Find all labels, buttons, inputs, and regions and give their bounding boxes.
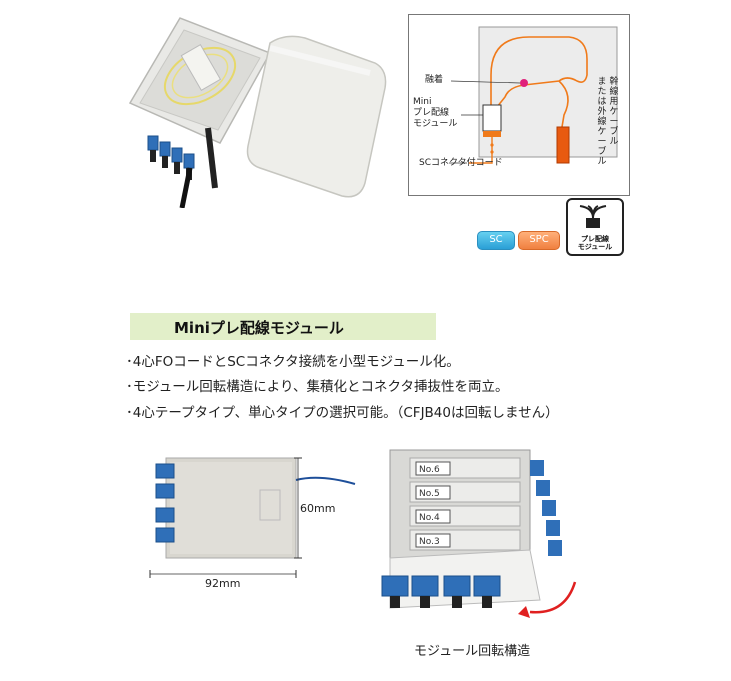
closure-photo (128, 17, 387, 208)
label-fusion: 融着 (425, 75, 444, 85)
dimension-width: 92mm (205, 577, 241, 590)
dimension-height: 60mm (300, 502, 336, 515)
label-mini-1: Mini (413, 97, 432, 107)
badge-module-line1: プレ配線 (581, 235, 609, 243)
module-label-no3: No.3 (419, 537, 440, 547)
feature-bullet: ･モジュール回転構造により、集積化とコネクタ挿抜性を両立。 (126, 379, 509, 395)
label-sc-cord: SCコネクタ付コード (419, 158, 503, 168)
badge-spc: SPC (518, 231, 560, 250)
badge-module-line2: モジュール (577, 243, 613, 251)
label-mini-3: モジュール (413, 119, 458, 129)
section-title: Miniプレ配線モジュール (174, 319, 344, 337)
wiring-diagram: 融着 Mini プレ配線 モジュール SCコネクタ付コード 幹線用ケーブル また… (408, 14, 630, 196)
module-label-no5: No.5 (419, 489, 440, 499)
badge-pre-wired-module: プレ配線 モジュール (566, 198, 624, 256)
badge-sc: SC (477, 231, 515, 250)
feature-bullet: ･4心FOコードとSCコネクタ接続を小型モジュール化。 (126, 354, 460, 370)
label-trunk-col1: 幹線用ケーブル (609, 77, 619, 147)
feature-bullet: ･4心テープタイプ、単心タイプの選択可能。（CFJB40は回転しません） (126, 405, 559, 421)
module-label-no6: No.6 (419, 465, 440, 475)
module-icon (579, 205, 607, 228)
label-mini-2: プレ配線 (413, 108, 450, 118)
diagram-lines (449, 26, 618, 164)
module-label-no4: No.4 (419, 513, 440, 523)
module-photo (149, 457, 356, 578)
label-trunk-col2: または外線ケーブル (597, 77, 607, 167)
rotation-photo (381, 449, 577, 618)
section-heading: Miniプレ配線モジュール (130, 313, 436, 340)
rotation-caption: モジュール回転構造 (414, 644, 531, 659)
